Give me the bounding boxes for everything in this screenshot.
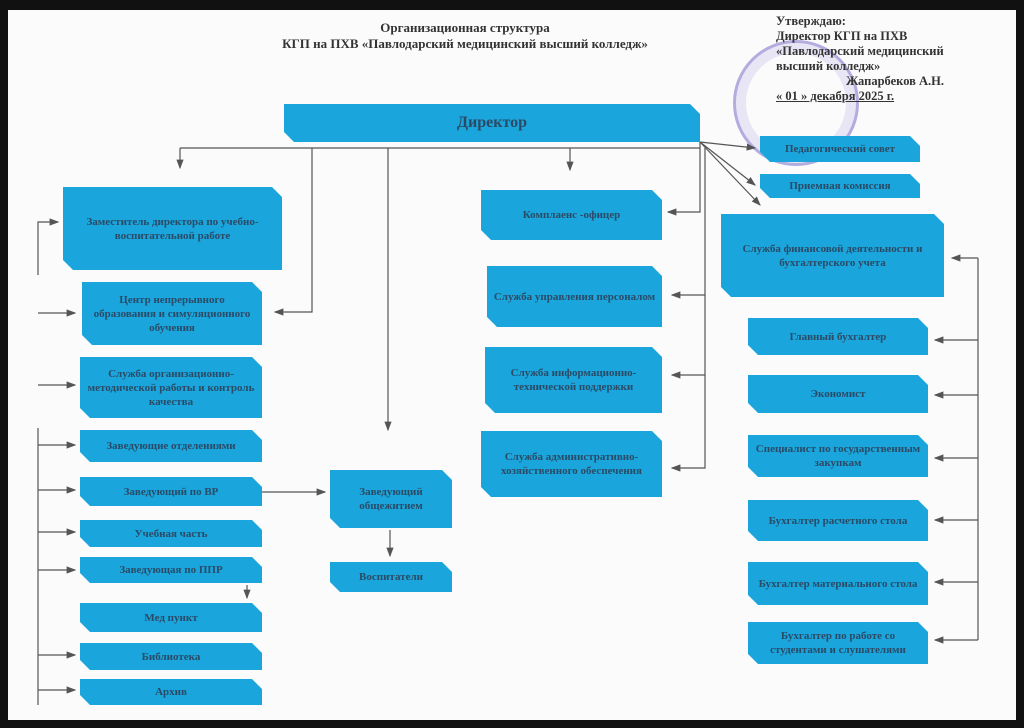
box-vr-head: Заведующий по ВР	[80, 477, 262, 506]
box-library: Библиотека	[80, 643, 262, 670]
approval-date: « 01 » декабря 2025 г.	[776, 89, 895, 103]
box-methodical-service: Служба организационно-методической работ…	[80, 357, 262, 418]
box-procurement-specialist: Специалист по государственным закупкам	[748, 435, 928, 477]
box-ppr-head: Заведующая по ППР	[80, 557, 262, 583]
title-line-2: КГП на ПХВ «Павлодарский медицинский выс…	[282, 36, 648, 51]
approval-signature: Жапарбеков А.Н.	[846, 74, 945, 88]
seal-stamp	[733, 40, 859, 166]
box-archive: Архив	[80, 679, 262, 705]
box-deputy-director: Заместитель директора по учебно-воспитат…	[63, 187, 282, 270]
box-admission-committee: Приемная комиссия	[760, 174, 920, 198]
approval-block: Утверждаю: Директор КГП на ПХВ «Павлодар…	[776, 14, 976, 104]
box-admin-service: Служба административно-хозяйственного об…	[481, 431, 662, 497]
box-finance-service: Служба финансовой деятельности и бухгалт…	[721, 214, 944, 297]
box-chief-accountant: Главный бухгалтер	[748, 318, 928, 355]
title-line-1: Организационная структура	[380, 20, 550, 35]
box-economist: Экономист	[748, 375, 928, 413]
approval-position: Директор КГП на ПХВ	[776, 29, 908, 43]
approval-org-2: высший колледж»	[776, 59, 881, 73]
box-director: Директор	[284, 104, 700, 142]
approval-org-1: «Павлодарский медицинский	[776, 44, 944, 58]
approval-heading: Утверждаю:	[776, 14, 846, 28]
box-student-accountant: Бухгалтер по работе со студентами и слуш…	[748, 622, 928, 664]
box-pedagogical-council: Педагогический совет	[760, 136, 920, 162]
box-dormitory-head: Заведующий общежитием	[330, 470, 452, 528]
box-hr-service: Служба управления персоналом	[487, 266, 662, 327]
box-compliance-officer: Комплаенс -офицер	[481, 190, 662, 240]
box-department-heads: Заведующие отделениями	[80, 430, 262, 462]
box-it-service: Служба информационно-технической поддерж…	[485, 347, 662, 413]
box-material-accountant: Бухгалтер материального стола	[748, 562, 928, 605]
document-title: Организационная структура КГП на ПХВ «Па…	[240, 20, 690, 52]
box-study-office: Учебная часть	[80, 520, 262, 547]
box-tutors: Воспитатели	[330, 562, 452, 592]
box-medical-point: Мед пункт	[80, 603, 262, 632]
box-payroll-accountant: Бухгалтер расчетного стола	[748, 500, 928, 541]
box-continuing-education-center: Центр непрерывного образования и симуляц…	[82, 282, 262, 345]
